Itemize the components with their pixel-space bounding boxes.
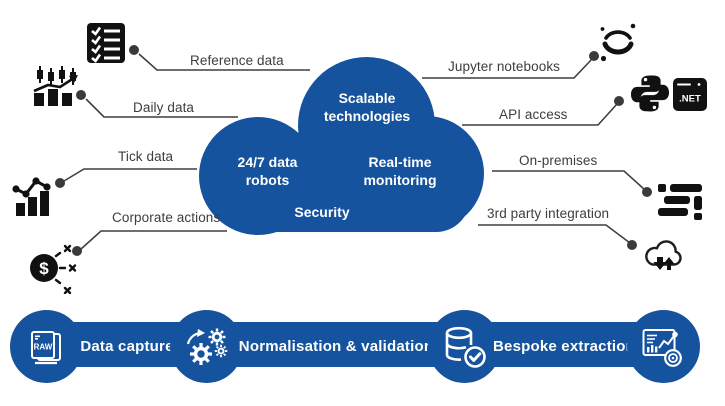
jupyter-icon <box>598 16 638 64</box>
pipeline-bar <box>18 322 694 367</box>
label-on-premises: On-premises <box>519 153 598 168</box>
line-chart-icon <box>12 170 58 216</box>
connector-dot <box>614 96 624 106</box>
connector-dot <box>55 178 65 188</box>
pipeline-step-label: Data capture <box>80 338 174 355</box>
connector-3rd-party <box>478 224 631 244</box>
label-tick-data: Tick data <box>118 149 174 164</box>
connector-tick-data <box>63 168 197 182</box>
checklist-icon <box>86 21 126 65</box>
cloud-feature-scalable-technologies: Scalable technologies <box>323 90 411 124</box>
connector-dot <box>129 45 139 55</box>
cloud-shape <box>214 150 470 232</box>
connector-on-premises <box>492 170 646 191</box>
connector-reference-data <box>138 53 310 71</box>
svg-text:$: $ <box>39 259 49 278</box>
label-jupyter-notebooks: Jupyter notebooks <box>448 59 561 74</box>
dotnet-icon: .NET <box>672 77 708 112</box>
cloud-feature-real-time-monitoring: Real-time monitoring <box>363 154 437 188</box>
cloud-feature-security: Security <box>294 204 350 220</box>
connector-dot <box>72 246 82 256</box>
dollar-split-icon: $ <box>28 238 80 294</box>
pipeline-end-circle <box>627 310 700 383</box>
pipeline-step-circle-raw: RAW <box>10 310 83 383</box>
connector-corporate-actions <box>80 230 227 250</box>
raw-file-icon: RAW <box>27 327 67 367</box>
database-check-icon <box>443 326 487 368</box>
pipeline-step-circle-gears <box>170 310 243 383</box>
label-reference-data: Reference data <box>190 53 284 68</box>
cloud-feature-data-robots: 24/7 data robots <box>237 154 298 188</box>
svg-text:.NET: .NET <box>679 94 701 105</box>
pipeline-step-label: Normalisation & validation <box>238 338 434 355</box>
connector-dot <box>642 187 652 197</box>
label-corporate-actions: Corporate actions <box>112 210 221 225</box>
gears-icon <box>185 325 229 369</box>
label-api-access: API access <box>499 107 568 122</box>
pipeline-step-circle-database <box>428 310 501 383</box>
python-icon <box>630 74 670 113</box>
connector-dot <box>76 90 86 100</box>
report-chart-icon <box>642 327 686 367</box>
connector-dot <box>627 240 637 250</box>
svg-text:RAW: RAW <box>33 342 52 351</box>
connector-jupyter <box>422 58 593 79</box>
cloud-transfer-icon <box>642 236 684 274</box>
candlestick-chart-icon <box>32 66 80 106</box>
connector-daily-data <box>85 98 238 118</box>
pipeline-step-label: Bespoke extraction <box>493 338 635 355</box>
connector-dot <box>589 51 599 61</box>
label-daily-data: Daily data <box>133 100 195 115</box>
server-blocks-icon <box>656 184 704 220</box>
connector-api-access <box>462 103 618 126</box>
label-3rd-party-integration: 3rd party integration <box>487 206 610 221</box>
